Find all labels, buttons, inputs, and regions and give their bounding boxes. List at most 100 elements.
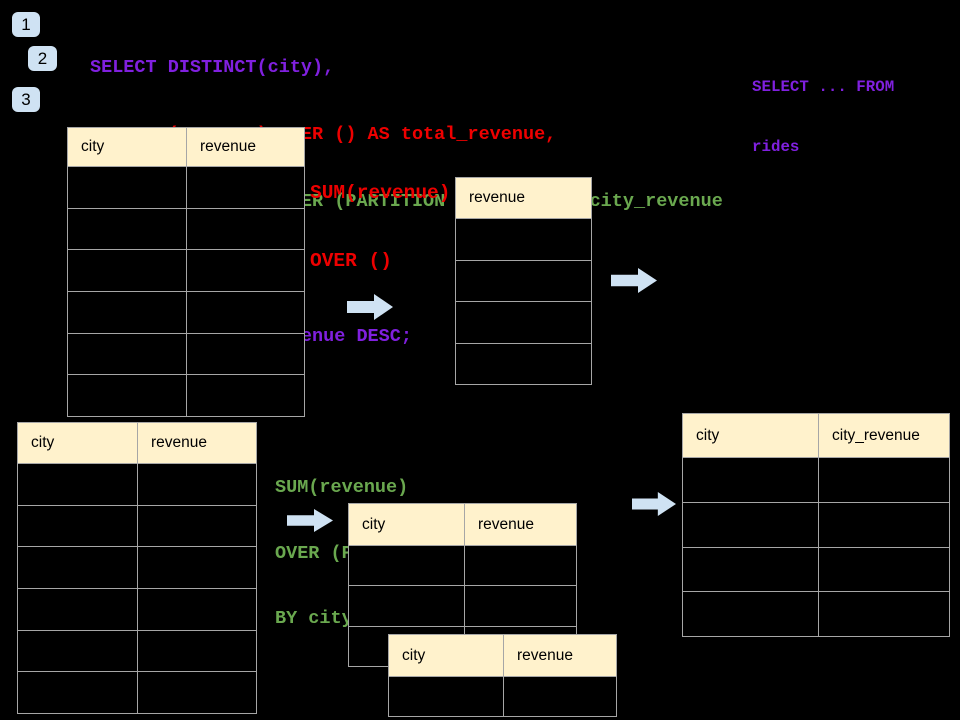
table-cell-empty bbox=[186, 333, 304, 375]
table-row bbox=[683, 458, 949, 502]
table-cell-empty bbox=[683, 548, 818, 592]
table-source-bottom-body bbox=[18, 464, 256, 714]
column-header-revenue: revenue bbox=[137, 423, 256, 463]
partition-label-line1: SUM(revenue) bbox=[275, 477, 409, 499]
table-cell-empty bbox=[186, 208, 304, 250]
table-cell-empty bbox=[818, 592, 949, 636]
table-row bbox=[389, 677, 616, 716]
table-cell-empty bbox=[456, 219, 591, 260]
table-row bbox=[349, 585, 576, 626]
table-cell-empty bbox=[68, 209, 186, 250]
table-row bbox=[18, 464, 256, 505]
table-row bbox=[18, 504, 256, 547]
table-cell-empty bbox=[456, 261, 591, 302]
table-cell-empty bbox=[683, 458, 818, 502]
column-header-city: city bbox=[31, 434, 55, 451]
table-source-top-body bbox=[68, 167, 304, 417]
table-city-revenue-result-body bbox=[683, 458, 949, 636]
total-revenue-label-line2: OVER () bbox=[310, 249, 392, 272]
total-revenue-label: SUM(revenue) OVER () bbox=[310, 137, 450, 295]
table-cell-empty bbox=[137, 589, 256, 630]
select-from-note-line1: SELECT ... FROM bbox=[752, 78, 895, 96]
table-cell-empty bbox=[464, 586, 576, 626]
total-revenue-label-line1: SUM(revenue) bbox=[310, 182, 451, 204]
table-total-result-header: revenue bbox=[456, 178, 591, 219]
sql-line-select: SELECT DISTINCT(city), bbox=[90, 56, 335, 78]
step-badge-2: 2 bbox=[28, 46, 57, 71]
table-cell-empty bbox=[68, 334, 186, 375]
table-cell-empty bbox=[18, 464, 137, 505]
table-row bbox=[18, 546, 256, 589]
table-cell-empty bbox=[186, 167, 304, 208]
table-cell-empty bbox=[137, 505, 256, 547]
table-cell-empty bbox=[68, 167, 186, 208]
table-partition-step2-body bbox=[389, 677, 616, 716]
right-arrow-icon bbox=[611, 268, 657, 293]
column-header-city-revenue: city_revenue bbox=[818, 414, 949, 457]
table-row bbox=[683, 591, 949, 636]
table-row bbox=[349, 546, 576, 586]
table-cell-empty bbox=[186, 292, 304, 333]
table-row bbox=[456, 342, 591, 385]
column-header-revenue: revenue bbox=[503, 635, 616, 676]
column-header-city: city bbox=[362, 515, 386, 533]
table-cell-empty bbox=[18, 631, 137, 672]
step-badge-1-label: 1 bbox=[21, 14, 31, 34]
table-total-result-body bbox=[456, 219, 591, 384]
table-partition-step2-header: city revenue bbox=[389, 635, 616, 677]
table-source-top-header: city revenue bbox=[68, 128, 304, 167]
table-cell-empty bbox=[456, 344, 591, 385]
table-cell-empty bbox=[137, 630, 256, 672]
table-cell-empty bbox=[818, 547, 949, 592]
table-cell-empty bbox=[683, 592, 818, 636]
table-cell-empty bbox=[464, 546, 576, 586]
right-arrow-icon bbox=[347, 294, 393, 320]
table-total-result: revenue bbox=[455, 177, 592, 385]
table-cell-empty bbox=[18, 506, 137, 547]
table-city-revenue-result-header: city city_revenue bbox=[683, 414, 949, 458]
step-badge-1: 1 bbox=[12, 12, 40, 37]
column-header-revenue: revenue bbox=[469, 189, 526, 206]
table-row bbox=[18, 671, 256, 714]
table-cell-empty bbox=[683, 503, 818, 547]
table-partition-step1-header: city revenue bbox=[349, 504, 576, 546]
table-row bbox=[456, 259, 591, 302]
table-cell-empty bbox=[186, 250, 304, 292]
table-row bbox=[68, 167, 304, 208]
table-row bbox=[68, 249, 304, 292]
right-arrow-icon bbox=[287, 509, 333, 532]
select-from-note-line2: rides bbox=[752, 138, 800, 156]
column-header-revenue: revenue bbox=[464, 504, 576, 545]
table-row bbox=[68, 374, 304, 417]
table-partition-step2: city revenue bbox=[388, 634, 617, 717]
table-source-bottom-header: city revenue bbox=[18, 423, 256, 464]
table-row bbox=[456, 301, 591, 343]
table-cell-empty bbox=[349, 546, 464, 585]
table-source-bottom: city revenue bbox=[17, 422, 257, 714]
table-cell-empty bbox=[818, 458, 949, 502]
step-badge-3: 3 bbox=[12, 87, 40, 112]
table-row bbox=[456, 219, 591, 260]
table-cell-empty bbox=[18, 672, 137, 713]
table-cell-empty bbox=[137, 464, 256, 505]
table-cell-empty bbox=[18, 589, 137, 630]
table-cell-empty bbox=[503, 677, 616, 716]
table-cell-empty bbox=[68, 250, 186, 291]
column-header-city: city bbox=[696, 426, 720, 444]
table-cell-empty bbox=[68, 292, 186, 333]
table-cell-empty bbox=[818, 502, 949, 547]
table-row bbox=[68, 332, 304, 375]
column-header-city: city bbox=[81, 138, 105, 155]
right-arrow-icon bbox=[632, 492, 676, 516]
column-header-revenue: revenue bbox=[186, 128, 304, 166]
table-cell-empty bbox=[349, 586, 464, 625]
table-row bbox=[683, 501, 949, 547]
table-city-revenue-result: city city_revenue bbox=[682, 413, 950, 637]
select-from-note: SELECT ... FROM rides bbox=[752, 37, 894, 177]
table-cell-empty bbox=[18, 547, 137, 588]
table-cell-empty bbox=[137, 547, 256, 589]
table-row bbox=[18, 629, 256, 672]
table-source-top: city revenue bbox=[67, 127, 305, 417]
table-cell-empty bbox=[68, 375, 186, 416]
